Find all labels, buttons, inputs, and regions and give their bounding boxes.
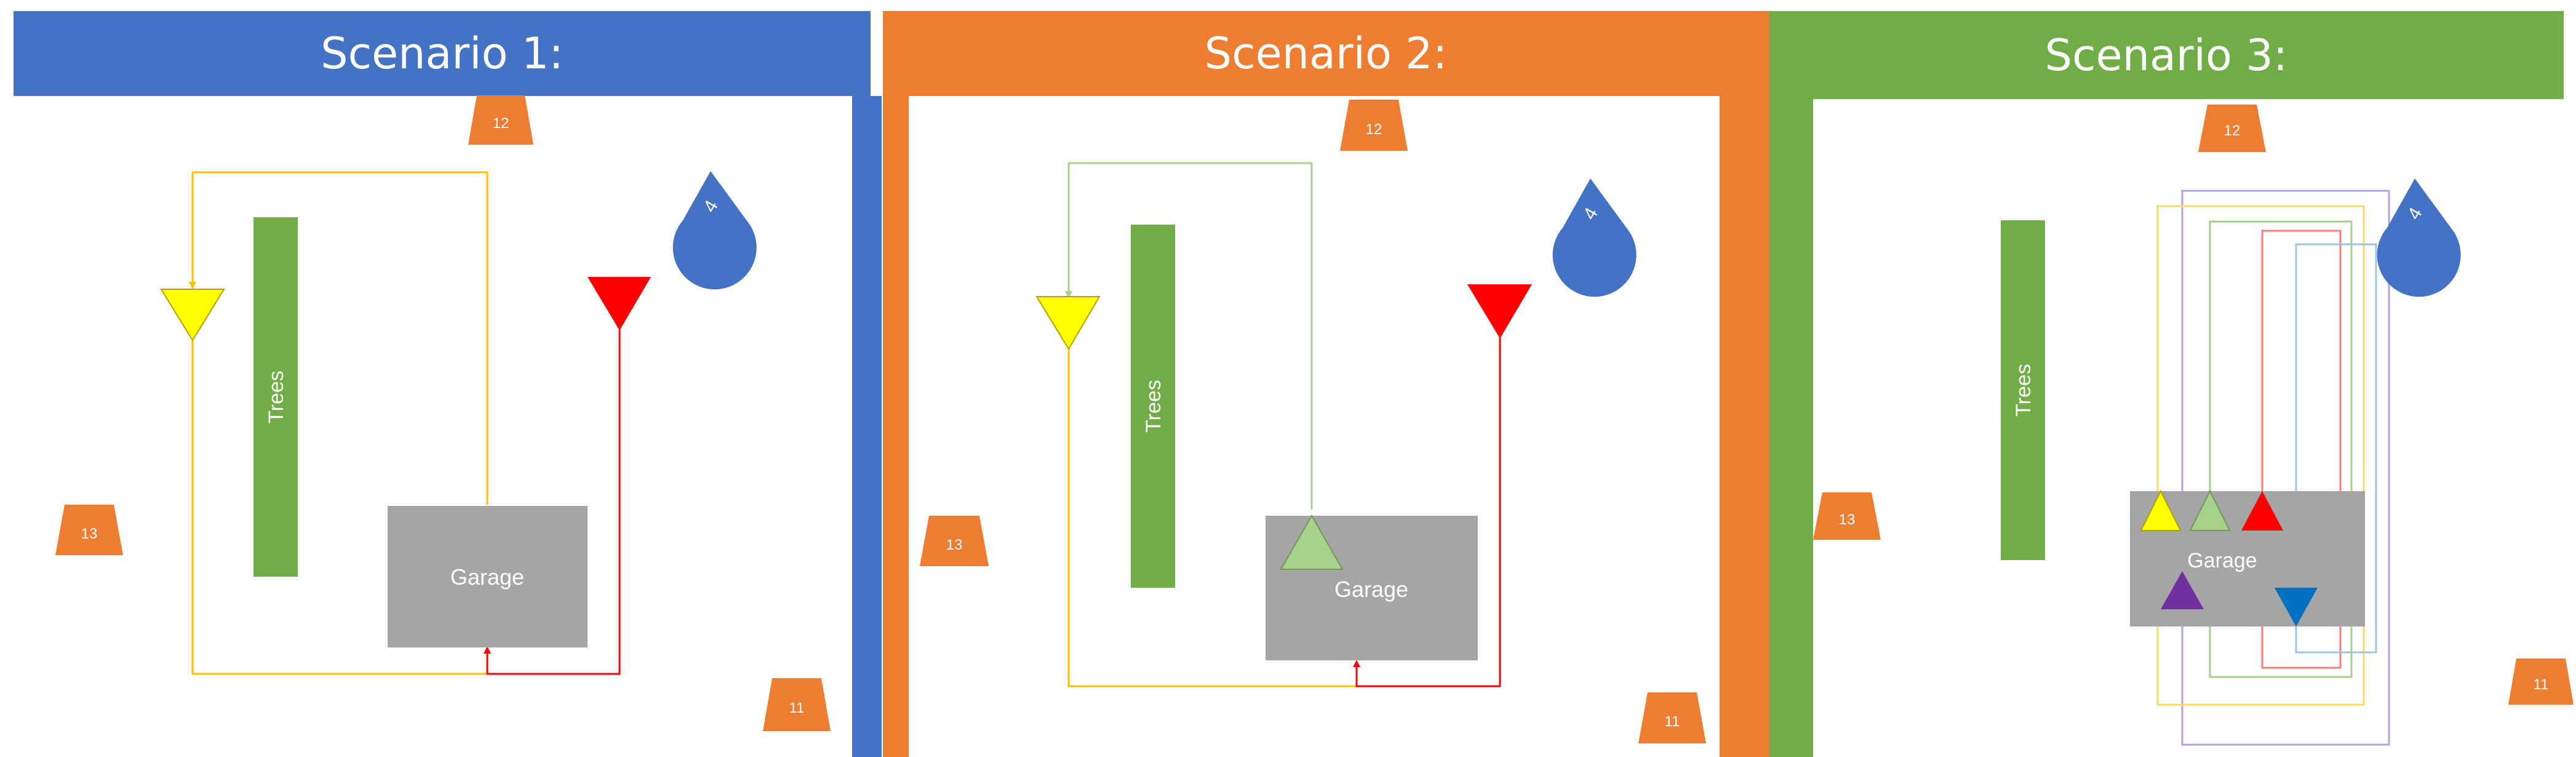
yellow-path <box>2156 205 2365 706</box>
red-triangle <box>2241 491 2283 531</box>
marker-11 <box>2508 659 2574 705</box>
marker-12-label: 12 <box>493 115 509 132</box>
trees-block <box>253 217 298 577</box>
marker-12 <box>2198 105 2266 152</box>
trees-label: Trees <box>1142 380 1165 433</box>
garage-label: Garage <box>1334 577 1408 602</box>
marker-13-label: 13 <box>946 537 963 553</box>
marker-11-label: 11 <box>1665 713 1680 730</box>
marker-13 <box>1813 492 1881 540</box>
scenario-1-header: Scenario 1: <box>14 11 871 96</box>
scenario-2-header: Scenario 2: <box>883 11 1769 96</box>
quarter-circle-4 <box>2377 178 2461 297</box>
scenario-2-diagram: Trees Garage 4 12 13 11 <box>920 100 1706 743</box>
light-green-path <box>2209 220 2353 678</box>
trees-block <box>2001 220 2045 560</box>
blue-path <box>2295 243 2377 654</box>
yellow-triangle <box>2140 489 2182 531</box>
quarter-circle-4 <box>1552 178 1637 297</box>
scenario-1-title: Scenario 1: <box>321 28 564 79</box>
marker-11-label: 11 <box>2534 676 2549 693</box>
red-path <box>2261 230 2342 669</box>
scenario-1-panel: Scenario 1: Trees Garage 4 12 13 11 <box>0 0 883 757</box>
scenario-3-title: Scenario 3: <box>2044 30 2288 81</box>
light-green-path <box>1067 162 1313 510</box>
red-triangle <box>588 277 651 330</box>
garage-label: Garage <box>2187 549 2257 572</box>
purple-path <box>2181 190 2390 746</box>
yellow-triangle <box>1035 296 1101 350</box>
scenario-1-diagram: Trees Garage 4 12 13 11 <box>55 95 831 731</box>
yellow-path <box>191 171 488 505</box>
red-arrowhead <box>1353 660 1360 667</box>
marker-13 <box>55 505 123 555</box>
trees-block <box>1131 225 1175 588</box>
blue-triangle <box>2275 588 2318 627</box>
purple-triangle <box>2161 571 2204 609</box>
marker-11 <box>1638 692 1706 743</box>
trees-label: Trees <box>2012 364 2035 417</box>
red-path <box>1355 335 1501 687</box>
quarter-circle-4 <box>672 171 757 290</box>
yellow-arrowhead <box>189 282 196 289</box>
marker-13 <box>920 516 989 566</box>
marker-12 <box>1340 100 1408 151</box>
scenario-3-panel: Scenario 3: Trees Garage 4 12 13 11 <box>1769 0 2576 757</box>
trees-label: Trees <box>265 370 288 423</box>
marker-12-label: 12 <box>1366 121 1382 138</box>
light-green-arrowhead <box>1065 291 1072 298</box>
scenario-1-right-bar <box>852 96 882 757</box>
red-path <box>486 329 621 675</box>
marker-12-label: 12 <box>2224 122 2241 139</box>
marker-13-label: 13 <box>1839 511 1856 528</box>
red-arrowhead <box>484 646 491 654</box>
marker-13-label: 13 <box>81 526 98 542</box>
garage-block <box>388 506 588 647</box>
light-green-triangle <box>2189 489 2231 531</box>
light-green-triangle <box>1280 514 1344 570</box>
scenario-3-header: Scenario 3: <box>1769 11 2564 99</box>
garage-label: Garage <box>450 564 524 590</box>
marker-11-label: 11 <box>789 700 805 716</box>
marker-12 <box>468 95 533 145</box>
scenario-3-canvas <box>1813 99 2576 757</box>
scenario-2-title: Scenario 2: <box>1204 28 1448 79</box>
yellow-triangle <box>160 289 225 342</box>
scenario-3-diagram: Trees Garage 4 12 13 11 <box>1813 105 2574 746</box>
marker-11 <box>763 678 831 731</box>
scenario-2-panel: Scenario 2: Trees Garage 4 12 13 11 <box>883 0 1769 757</box>
red-triangle <box>1467 284 1532 338</box>
